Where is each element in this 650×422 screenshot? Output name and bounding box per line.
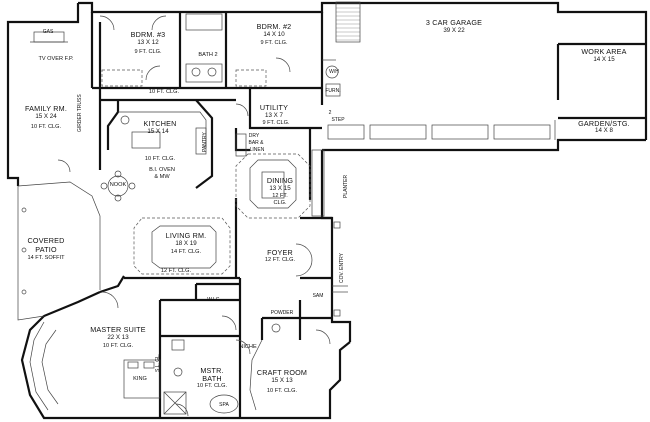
work-area-dims: 14 X 15: [593, 56, 615, 63]
garden-dims: 14 X 8: [595, 127, 613, 134]
furnace-label: FURN.: [325, 88, 341, 94]
garage-details: [325, 1, 646, 140]
family-room-ceiling: 10 FT. CLG.: [30, 124, 62, 130]
dining-dims: 13 X 15: [269, 185, 291, 192]
sam-label: SAM: [312, 293, 324, 299]
foyer-name: FOYER: [267, 248, 293, 257]
niche-label: NICHE: [239, 344, 257, 350]
garage-name: 3 CAR GARAGE: [425, 18, 483, 27]
patio-name-2: PATIO: [35, 245, 57, 254]
craft-room-name: CRAFT ROOM: [256, 368, 308, 377]
interior-walls: [90, 12, 336, 418]
bdrm3-name: BDRM. #3: [130, 30, 166, 39]
dining-ceiling-1: 12 FT.: [272, 193, 288, 199]
covered-entry-label: COV. ENTRY: [339, 252, 345, 283]
exterior-walls: [6, 1, 648, 420]
craft-room-ceiling: 10 FT. CLG.: [266, 388, 298, 394]
pantry-label: PANTRY: [202, 132, 208, 152]
patio-name: COVERED: [27, 236, 65, 245]
craft-room-dims: 15 X 13: [271, 377, 293, 384]
wic-label: W.I.C.: [207, 297, 221, 303]
family-room-name: FAMILY RM.: [24, 104, 68, 113]
powder-label: POWDER: [270, 310, 294, 316]
kitchen-name: KITCHEN: [143, 119, 177, 128]
gas-label: GAS: [42, 29, 54, 35]
dry-bar-line2: BAR &: [248, 140, 264, 146]
foyer-ceiling: 12 FT. CLG.: [264, 257, 296, 263]
water-heater-label: W/H: [329, 69, 339, 75]
tv-over-fireplace: TV OVER F.P.: [38, 56, 74, 62]
master-bath-name: MSTR.: [200, 366, 224, 375]
patio-soffit: 14 FT. SOFFIT: [27, 255, 65, 261]
microwave-label: & MW: [154, 174, 170, 180]
hall-ceiling: 10 FT. CLG.: [148, 89, 180, 95]
door-swings: [57, 15, 331, 417]
step-label: STEP: [331, 117, 345, 123]
living-room-name: LIVING RM.: [165, 231, 207, 240]
bdrm3-ceiling: 9 FT. CLG.: [134, 49, 162, 55]
work-area-name: WORK AREA: [581, 47, 627, 56]
master-bath-ceiling: 10 FT. CLG.: [196, 383, 228, 389]
family-room-dims: 15 X 24: [35, 113, 57, 120]
living-room-ceiling-2: 12 FT. CLG.: [160, 268, 192, 274]
living-room-dims: 18 X 19: [175, 240, 197, 247]
bdrm3-dims: 13 X 12: [137, 39, 159, 46]
master-suite-name: MASTER SUITE: [90, 325, 146, 334]
utility-name: UTILITY: [259, 103, 289, 112]
utility-ceiling: 9 FT. CLG.: [262, 120, 290, 126]
nook-name: NOOK: [109, 182, 127, 188]
fixtures: [21, 13, 348, 415]
master-bath-name-2: BATH: [202, 374, 222, 383]
step-count: 2: [328, 110, 332, 116]
master-suite-ceiling: 10 FT. CLG.: [102, 343, 134, 349]
bath2-name: BATH 2: [198, 52, 218, 58]
dining-name: DINING: [266, 176, 294, 185]
garage-dims: 39 X 22: [443, 27, 465, 34]
master-suite-dims: 22 X 13: [107, 334, 129, 341]
spa-label: SPA: [219, 402, 229, 408]
bdrm2-dims: 14 X 10: [263, 31, 285, 38]
bdrm2-ceiling: 9 FT. CLG.: [260, 40, 288, 46]
planter-label: PLANTER: [343, 174, 349, 198]
garden-name: GARDEN/STG.: [578, 119, 630, 128]
dining-ceiling-2: CLG.: [273, 200, 287, 206]
glass-label: S.L. GL.: [155, 353, 161, 372]
oven-label: B.I. OVEN: [149, 167, 175, 173]
dry-bar-line1: DRY: [248, 133, 260, 139]
living-room-ceiling: 14 FT. CLG.: [170, 249, 202, 255]
kitchen-ceiling: 10 FT. CLG.: [144, 156, 176, 162]
girder-truss-label: GIRDER TRUSS: [77, 94, 83, 132]
bdrm2-name: BDRM. #2: [256, 22, 292, 31]
utility-dims: 13 X 7: [265, 112, 283, 119]
dry-bar-line3: LINEN: [249, 147, 265, 153]
king-bed-label: KING: [133, 376, 147, 382]
kitchen-dims: 15 X 14: [147, 128, 169, 135]
